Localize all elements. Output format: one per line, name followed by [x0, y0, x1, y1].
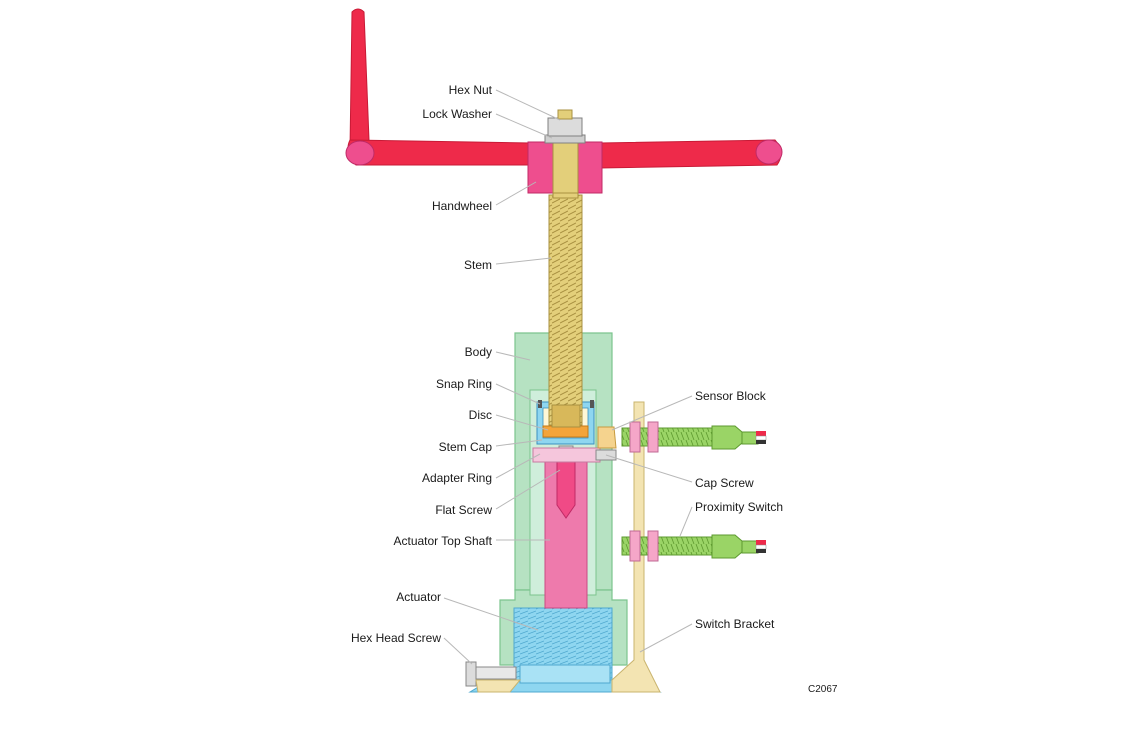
label-hex-head-screw: Hex Head Screw [350, 631, 441, 645]
label-snap-ring: Snap Ring [435, 377, 492, 391]
sensor-block [597, 426, 617, 449]
label-hex-nut: Hex Nut [448, 83, 492, 97]
label-body: Body [464, 345, 492, 359]
label-flat-screw: Flat Screw [435, 503, 492, 517]
disc [542, 425, 589, 438]
hex-nut [547, 109, 583, 137]
adapter-ring [532, 447, 601, 463]
label-lock-washer: Lock Washer [422, 107, 492, 121]
actuator [513, 607, 613, 684]
label-adapter-ring: Adapter Ring [421, 471, 492, 485]
label-cap-screw: Cap Screw [695, 476, 754, 490]
drawing-code: C2067 [808, 684, 838, 695]
proximity-switch-upper [621, 421, 767, 453]
handwheel [345, 8, 783, 194]
label-proximity-switch: Proximity Switch [695, 500, 784, 514]
hex-head-screw [465, 661, 522, 693]
label-actuator: Actuator [396, 590, 441, 604]
label-handwheel: Handwheel [431, 199, 492, 213]
label-stem-cap: Stem Cap [438, 440, 492, 454]
label-switch-bracket: Switch Bracket [695, 617, 775, 631]
label-disc: Disc [468, 408, 492, 422]
proximity-switch-lower [621, 530, 767, 562]
label-sensor-block: Sensor Block [695, 389, 766, 403]
label-stem: Stem [463, 258, 492, 272]
leader-lines [443, 89, 693, 665]
label-actuator-top-shaft: Actuator Top Shaft [393, 534, 492, 548]
